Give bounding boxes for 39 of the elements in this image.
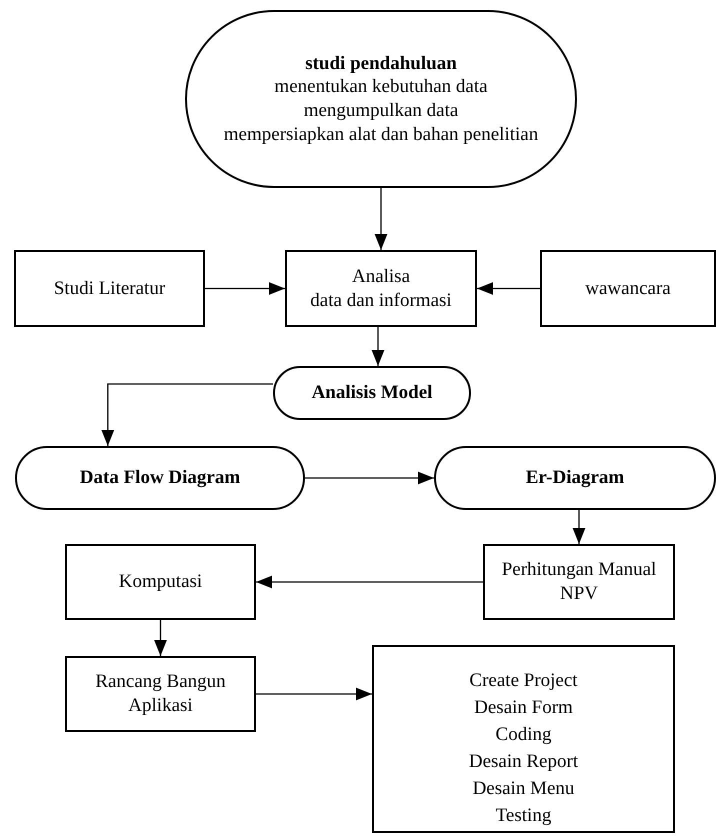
process-box — [285, 250, 477, 327]
node-label: NPV — [560, 582, 598, 606]
process-box — [65, 544, 256, 620]
node-label: Desain Form — [474, 696, 573, 720]
node-label: Studi Literatur — [54, 276, 166, 300]
node-label: Perhitungan Manual — [502, 558, 656, 582]
node-label: Testing — [496, 804, 552, 828]
process-box — [372, 645, 675, 833]
node-label: Desain Report — [468, 750, 578, 774]
process-box — [65, 656, 256, 732]
node-label: Komputasi — [118, 570, 202, 594]
arrow — [256, 576, 483, 588]
arrow — [372, 327, 384, 366]
node-label: Rancang Bangun Aplikasi — [94, 670, 227, 718]
node-label: wawancara — [585, 276, 671, 300]
node-label: mengumpulkan data — [304, 99, 458, 123]
node-heading: Data Flow Diagram — [80, 466, 240, 490]
arrow — [305, 472, 434, 484]
process-box — [540, 250, 716, 327]
arrow — [572, 510, 586, 544]
arrow — [154, 620, 167, 656]
node-label: Analisa — [352, 264, 410, 288]
arrow — [101, 383, 273, 446]
node-heading: Er-Diagram — [526, 466, 624, 490]
arrow — [374, 188, 388, 250]
node-label: menentukan kebutuhan data — [274, 75, 488, 99]
node-label: Create Project — [469, 669, 578, 693]
process-box — [14, 250, 205, 327]
node-heading: Analisis Model — [312, 381, 432, 405]
process-box — [483, 544, 675, 620]
terminator-shape — [273, 366, 471, 420]
node-label: Desain Menu — [472, 777, 574, 801]
node-label: mempersiapkan alat dan bahan penelitian — [224, 122, 538, 146]
arrow — [477, 282, 540, 295]
node-label: Coding — [496, 723, 552, 747]
arrow — [205, 282, 285, 295]
node-heading: studi pendahuluan — [305, 52, 457, 76]
node-label: data dan informasi — [310, 288, 452, 312]
arrow — [256, 688, 372, 700]
